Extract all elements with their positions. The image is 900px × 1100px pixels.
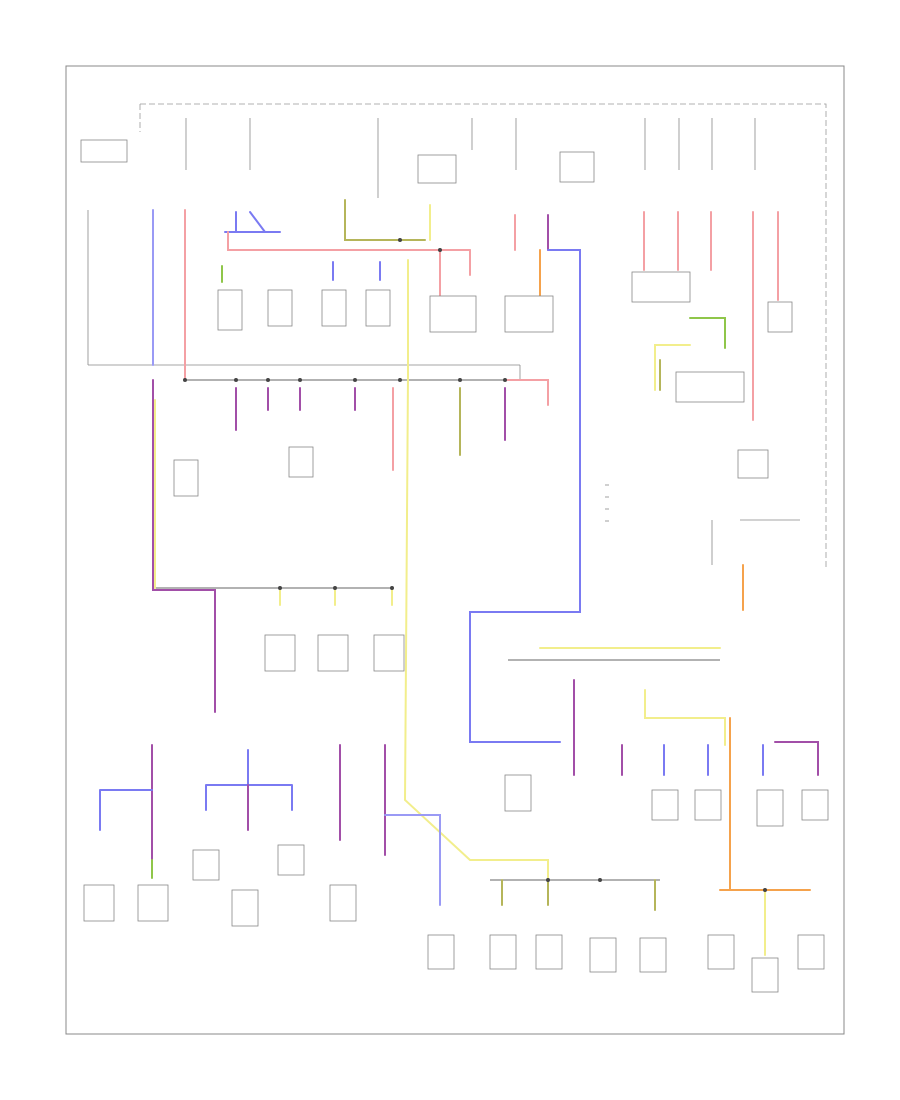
component-box (317, 634, 349, 672)
component-box (559, 151, 595, 183)
component-box (329, 884, 357, 922)
component-box (231, 889, 259, 927)
component-box (173, 459, 199, 497)
component-box (427, 934, 455, 970)
component-box (651, 789, 679, 821)
diagram-border (65, 65, 845, 1035)
component-box (83, 884, 115, 922)
component-box (504, 295, 554, 333)
component-box (277, 844, 305, 876)
component-box (767, 301, 793, 333)
wire-purple (152, 379, 216, 713)
component-box (504, 774, 532, 812)
component-box (365, 289, 391, 327)
component-box (429, 295, 477, 333)
splice-nodes (183, 238, 767, 892)
component-box (267, 289, 293, 327)
supply-feeds (87, 118, 756, 380)
component-box (373, 634, 405, 672)
component-box (797, 934, 825, 970)
component-box (217, 289, 243, 331)
component-box (707, 934, 735, 970)
bracket (711, 519, 800, 565)
component-box (756, 789, 784, 827)
component-box (489, 934, 517, 970)
component-box (801, 789, 829, 821)
component-box (321, 289, 347, 327)
component-box (694, 789, 722, 821)
component-box (192, 849, 220, 881)
component-box (137, 884, 169, 922)
component-box (675, 371, 745, 403)
component-box (639, 937, 667, 973)
component-box (288, 446, 314, 478)
component-box (264, 634, 296, 672)
components (80, 139, 829, 993)
component-box (80, 139, 128, 163)
fuse-box-outline (139, 103, 827, 570)
component-box (417, 154, 457, 184)
component-box (737, 449, 769, 479)
legend (605, 484, 609, 522)
component-box (535, 934, 563, 970)
component-box (589, 937, 617, 973)
component-box (631, 271, 691, 303)
wires (99, 199, 819, 956)
component-box (751, 957, 779, 993)
